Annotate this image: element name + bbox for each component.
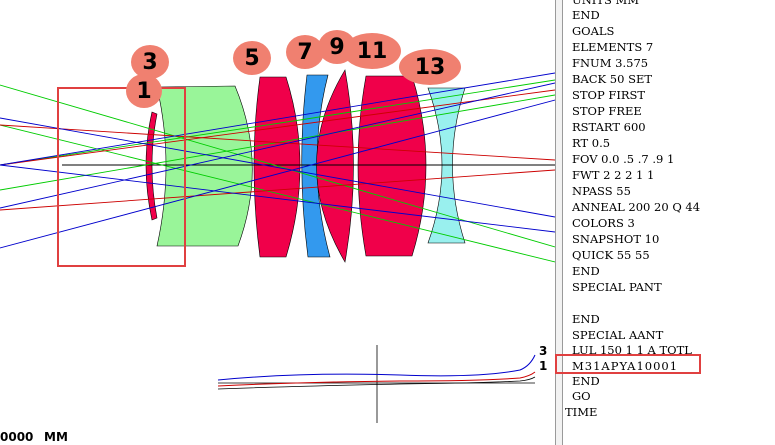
editor-line[interactable]: FNUM 3.575 [572,56,649,70]
editor-line[interactable]: NPASS 55 [572,184,631,198]
editor-line[interactable]: SPECIAL PANT [572,280,662,294]
editor-line[interactable]: END [572,8,600,22]
editor-line[interactable]: ELEMENTS 7 [572,40,654,54]
editor-line[interactable]: FWT 2 2 2 1 1 [572,168,655,182]
editor-line[interactable]: RSTART 600 [572,120,646,134]
lens-element-1 [145,111,158,221]
lens-element-3 [156,85,253,247]
editor-line[interactable]: ANNEAL 200 20 Q 44 [572,200,701,214]
element-label-11: 11 [343,33,401,69]
element-label-13: 13 [399,49,461,85]
lens-element-11 [357,75,427,257]
editor-line[interactable]: QUICK 55 55 [572,248,650,262]
editor-line[interactable]: END [572,312,600,326]
lens-element-9 [316,69,354,263]
editor-line[interactable]: STOP FIRST [572,88,646,102]
editor-line[interactable]: SNAPSHOT 10 [572,232,660,246]
curve-label-1: 1 [539,359,548,373]
editor-line[interactable]: END [572,374,600,388]
curve-label-3: 3 [539,344,548,358]
editor-line[interactable]: SPECIAL AANT [572,328,664,342]
element-label-3: 3 [131,45,169,79]
editor-line[interactable]: UNITS MM [572,0,640,7]
scale-value: 0000 [0,430,34,444]
element-label-7: 7 [286,35,324,69]
editor-line[interactable]: GOALS [572,24,615,38]
editor-line[interactable]: END [572,264,600,278]
selection-box [57,87,186,267]
lens-drawing [0,69,555,423]
editor-line-highlight-box [555,354,701,374]
splitter-bar[interactable] [555,0,563,445]
editor-line[interactable]: RT 0.5 [572,136,611,150]
lens-layout-canvas[interactable]: 3 1 5 7 9 11 13 3 1 0000 MM [0,0,555,445]
editor-line[interactable]: BACK 50 SET [572,72,653,86]
ray-bundle [0,72,555,263]
element-label-5: 5 [233,41,271,75]
editor-line[interactable]: GO [572,389,591,403]
editor-line[interactable]: FOV 0.0 .5 .7 .9 1 [572,152,675,166]
editor-line[interactable]: STOP FREE [572,104,642,118]
editor-line-highlighted[interactable]: M31APYA10001 [572,359,679,373]
editor-line[interactable]: TIME [565,405,598,419]
editor-line[interactable]: LUL 150 1 1 A TOTL [572,343,692,357]
macro-editor[interactable]: UNITS MM END GOALS ELEMENTS 7 FNUM 3.575… [563,0,775,445]
element-label-1: 1 [126,74,162,108]
editor-line[interactable]: COLORS 3 [572,216,635,230]
aberration-plot [217,345,536,423]
scale-unit: MM [44,430,68,444]
